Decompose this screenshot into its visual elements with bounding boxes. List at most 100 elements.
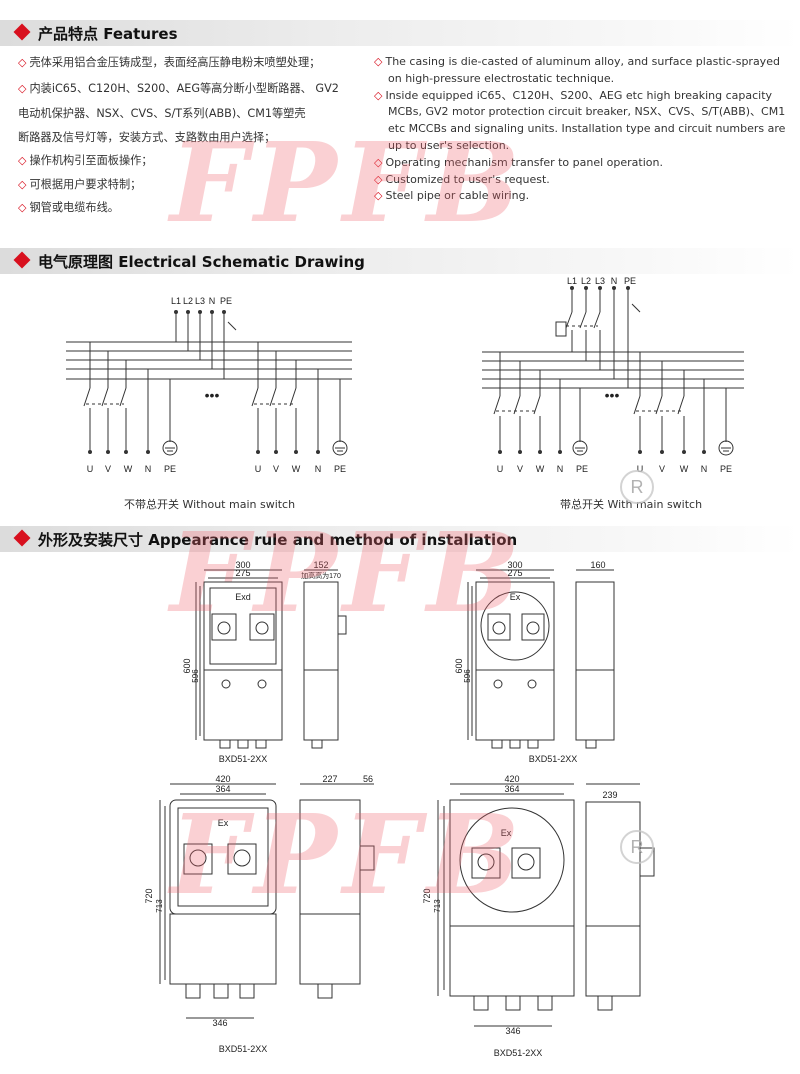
dim-label: 720 xyxy=(144,888,154,903)
output-label: U xyxy=(87,464,94,474)
dim-label: 160 xyxy=(590,560,605,570)
diamond-outline-icon: ◇ xyxy=(374,155,383,169)
dim-label: 239 xyxy=(602,790,617,800)
registered-mark-icon: R xyxy=(620,830,654,864)
appearance-title: 外形及安装尺寸 Appearance rule and method of in… xyxy=(38,531,518,549)
diamond-outline-icon: ◇ xyxy=(18,56,27,69)
diamond-outline-icon: ◇ xyxy=(18,201,27,214)
dim-label: 346 xyxy=(212,1018,227,1028)
diamond-outline-icon: ◇ xyxy=(18,177,27,191)
dim-label: 275 xyxy=(507,568,522,578)
list-item: ◇Customized to user's request. xyxy=(374,172,550,186)
enclosure-d1-bottom xyxy=(203,669,283,741)
output-label: V xyxy=(517,464,523,474)
output-label: PE xyxy=(576,464,588,474)
schematic-title: 电气原理图 Electrical Schematic Drawing xyxy=(38,253,365,271)
list-item: 断路器及信号灯等，安装方式、支路数由用户选择； xyxy=(18,130,276,144)
diamond-outline-icon: ◇ xyxy=(374,88,383,102)
model-label: BXD51-2XX xyxy=(219,1044,268,1054)
watermark-logo: FPFB xyxy=(170,790,526,919)
diamond-bullet-icon xyxy=(13,251,31,269)
left-schematic-caption: 不带总开关 Without main switch xyxy=(124,498,296,511)
output-label: W xyxy=(536,464,545,474)
dim-label: 600 xyxy=(454,658,464,673)
output-label: W xyxy=(124,464,133,474)
electrical-schematic: L1 L2 L3 N PE L1 L2 L3 N PE U V W N PE U… xyxy=(66,276,744,474)
list-item: on high-pressure electrostatic technique… xyxy=(388,71,615,85)
dim-label: 300 xyxy=(507,560,522,570)
ellipsis: ••• xyxy=(205,387,220,403)
registered-mark-icon: R xyxy=(620,470,654,504)
dim-label: 275 xyxy=(235,568,250,578)
list-item: MCBs, GV2 motor protection circuit break… xyxy=(388,105,786,119)
output-label: U xyxy=(255,464,262,474)
dim-note: 加高高为170 xyxy=(301,571,341,580)
features-header: 产品特点 Features xyxy=(0,20,800,46)
input-label: L2 xyxy=(183,296,193,306)
model-label: BXD51-2XX xyxy=(494,1048,543,1058)
marking-label: Ex xyxy=(218,818,229,828)
output-label: PE xyxy=(164,464,176,474)
input-label: N xyxy=(611,276,618,286)
dim-label: 346 xyxy=(505,1026,520,1036)
model-label: BXD51-2XX xyxy=(219,754,268,764)
dim-label: 596 xyxy=(463,669,472,683)
dim-label: 713 xyxy=(155,899,164,913)
marking-label: Ex xyxy=(501,828,512,838)
marking-label: Exd xyxy=(235,592,251,602)
marking-label: Ex xyxy=(510,592,521,602)
dim-label: 300 xyxy=(235,560,250,570)
watermark-logo: FPFB xyxy=(170,118,526,247)
dim-label: 420 xyxy=(504,774,519,784)
output-label: N xyxy=(701,464,708,474)
dim-label: 227 xyxy=(322,774,337,784)
list-item: up to user's selection. xyxy=(388,138,510,152)
model-label: BXD51-2XX xyxy=(529,754,578,764)
output-label: W xyxy=(680,464,689,474)
diamond-bullet-icon xyxy=(13,529,31,547)
output-label: N xyxy=(557,464,564,474)
output-label: N xyxy=(315,464,322,474)
output-label: N xyxy=(145,464,152,474)
dim-label: 596 xyxy=(191,669,200,683)
diamond-bullet-icon xyxy=(13,23,31,41)
list-item: 电动机保护器、NSX、CVS、S/T系列(ABB)、CM1等塑壳 xyxy=(18,107,306,120)
appearance-header: 外形及安装尺寸 Appearance rule and method of in… xyxy=(0,526,800,552)
diamond-outline-icon: ◇ xyxy=(374,172,383,186)
list-item: ◇操作机构引至面板操作； xyxy=(18,154,153,167)
right-schematic-caption: 带总开关 With main switch xyxy=(560,498,703,511)
input-label: L3 xyxy=(595,276,605,286)
input-label: PE xyxy=(624,276,636,286)
watermark-logo: FPFB xyxy=(170,508,526,637)
dim-label: 152 xyxy=(313,560,328,570)
list-item: ◇Inside equipped iC65、C120H、S200、AEG etc… xyxy=(374,88,773,102)
dim-label: 713 xyxy=(433,899,442,913)
input-label: PE xyxy=(220,296,232,306)
output-label: PE xyxy=(720,464,732,474)
input-label: L3 xyxy=(195,296,205,306)
output-label: PE xyxy=(334,464,346,474)
features-cn-list: ◇壳体采用铝合金压铸成型，表面经高压静电粉末喷塑处理； ◇内装iC65、C120… xyxy=(18,54,339,217)
output-label: V xyxy=(659,464,665,474)
list-item: ◇Operating mechanism transfer to panel o… xyxy=(374,155,663,169)
dim-label: 56 xyxy=(363,774,373,784)
features-en-list: ◇The casing is die-casted of aluminum al… xyxy=(374,54,785,205)
input-label: N xyxy=(209,296,216,306)
output-label: U xyxy=(497,464,504,474)
features-title: 产品特点 Features xyxy=(38,25,178,43)
diamond-outline-icon: ◇ xyxy=(374,55,383,68)
dim-label: 364 xyxy=(504,784,519,794)
list-item: etc MCCBs and signaling units. Installat… xyxy=(388,122,786,136)
input-label: L1 xyxy=(567,276,577,286)
dim-label: 600 xyxy=(182,658,192,673)
input-label: L2 xyxy=(581,276,591,286)
diamond-outline-icon: ◇ xyxy=(18,154,27,167)
diamond-outline-icon: ◇ xyxy=(18,81,27,95)
output-label: V xyxy=(105,464,111,474)
dim-label: 364 xyxy=(215,784,230,794)
output-label: V xyxy=(273,464,279,474)
schematic-header: 电气原理图 Electrical Schematic Drawing xyxy=(0,248,800,274)
dim-label: 420 xyxy=(215,774,230,784)
input-label: L1 xyxy=(171,296,181,306)
output-label: U xyxy=(637,464,644,474)
